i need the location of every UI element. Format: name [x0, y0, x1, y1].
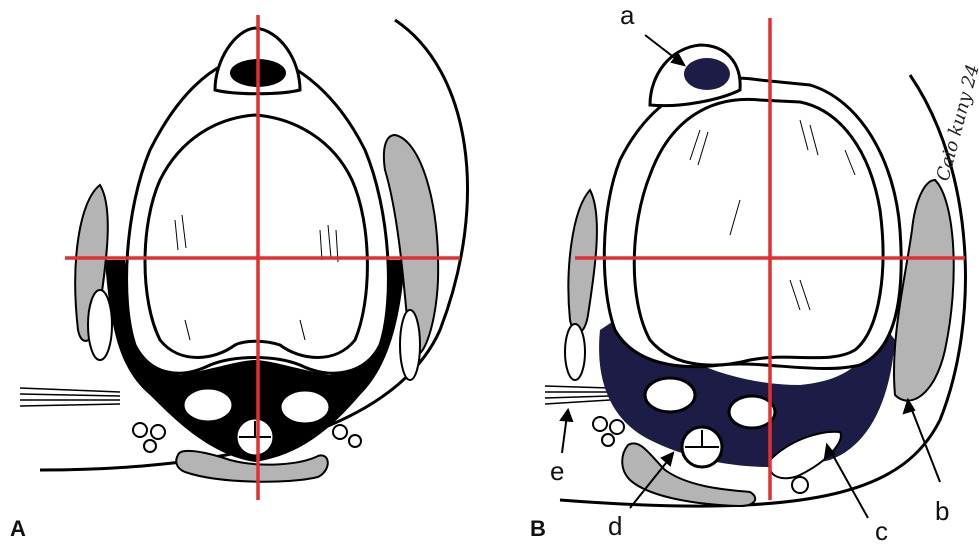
- panel-b-right-muscle: [894, 180, 954, 401]
- artist-signature: Caio kuny 24: [933, 62, 979, 183]
- panel-a-tendon-right: [280, 390, 330, 424]
- panel-b-humeral-head: [634, 99, 883, 365]
- panel-label-a: A: [10, 516, 26, 541]
- callout-label-a: a: [620, 0, 635, 30]
- panel-a-right-bone-fragment: [400, 310, 420, 380]
- panel-a-left-tendons: [20, 388, 120, 406]
- panel-label-b: B: [530, 516, 546, 541]
- panel-a-tendon-left: [183, 388, 233, 422]
- panel-a-drawing: [20, 15, 468, 500]
- panel-b-tendon-left: [645, 378, 695, 412]
- callout-label-c: c: [875, 516, 888, 545]
- panel-b-left-muscle: [568, 190, 597, 333]
- panel-b-tendon-right: [729, 396, 775, 428]
- panel-a-left-bone-fragment: [88, 290, 112, 360]
- callout-label-b: b: [935, 496, 949, 526]
- panel-b-drawing: [545, 18, 965, 518]
- callout-label-e: e: [550, 456, 564, 486]
- panel-b-left-tendons: [545, 386, 610, 404]
- panel-a-humeral-head: [145, 115, 367, 358]
- callout-label-d: d: [608, 511, 622, 541]
- panel-b-top-dark-oval: [684, 58, 730, 90]
- panel-b-left-bone-fragment: [565, 324, 585, 380]
